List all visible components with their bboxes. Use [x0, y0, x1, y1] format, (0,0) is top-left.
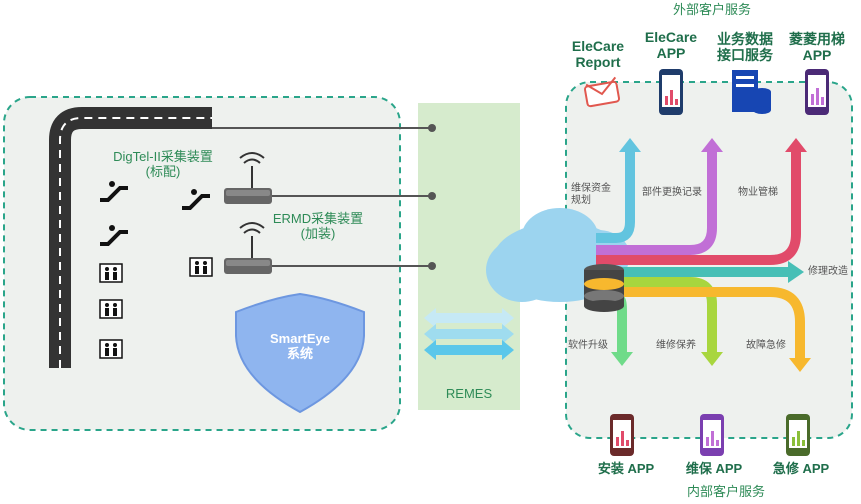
flow-parts-head	[701, 138, 723, 152]
server-icon	[732, 70, 771, 114]
flow-parts	[596, 148, 717, 255]
digtel-label: DigTel-II采集装置(标配)	[113, 149, 213, 179]
elevator-icon	[99, 299, 123, 319]
database-icon	[584, 264, 624, 312]
report-mail-icon	[583, 76, 621, 108]
escalator-icon	[182, 189, 210, 210]
data-service-label: 业务数据接口服务	[717, 31, 773, 64]
flow-maintenance-label: 维修保养	[656, 340, 696, 351]
flow-fault-label: 故障急修	[746, 340, 786, 351]
flow-software-head	[611, 352, 633, 366]
flow-funding-label: 维保资金规划	[571, 183, 611, 206]
external-services-title: 外部客户服务	[672, 2, 752, 17]
flow-maintenance-head	[701, 352, 723, 366]
elevator-icon	[99, 339, 123, 359]
internal-services-title: 内部客户服务	[686, 484, 766, 499]
flow-renovation-label: 修理改造	[808, 266, 848, 277]
escalator-icon	[100, 225, 128, 246]
phone-app-icon	[805, 69, 829, 115]
repair-app-label: 急修 APP	[772, 461, 830, 476]
flow-renovation-head	[788, 261, 804, 283]
flow-software-label: 软件升级	[568, 340, 608, 351]
smarteye-shield	[235, 292, 365, 414]
repair-phone-icon	[786, 414, 810, 456]
flow-parts-label: 部件更换记录	[642, 187, 702, 198]
flow-property	[596, 148, 801, 265]
ermd-device	[224, 152, 272, 204]
flow-property-label: 物业管梯	[738, 187, 778, 198]
ermd-device	[224, 222, 272, 274]
elevator-icon	[99, 263, 123, 283]
escalator-icon	[100, 181, 128, 202]
maintain-app-label: 维保 APP	[685, 461, 743, 476]
connector-node	[428, 192, 436, 200]
flow-property-head	[785, 138, 807, 152]
install-app-label: 安装 APP	[597, 461, 655, 476]
flow-fault-head	[789, 358, 811, 372]
flow-funding	[596, 148, 635, 243]
install-phone-icon	[610, 414, 634, 456]
elevator-shaft	[49, 107, 212, 368]
connector-node	[428, 262, 436, 270]
maintain-phone-icon	[700, 414, 724, 456]
remes-label: REMES	[445, 386, 493, 401]
connector-node	[428, 124, 436, 132]
phone-app-icon	[659, 69, 683, 115]
remes-arrows	[424, 308, 514, 360]
flow-fault	[596, 287, 805, 360]
elevator-icon	[189, 257, 213, 277]
ermd-label: ERMD采集装置(加装)	[272, 211, 364, 241]
flow-funding-head	[619, 138, 641, 152]
